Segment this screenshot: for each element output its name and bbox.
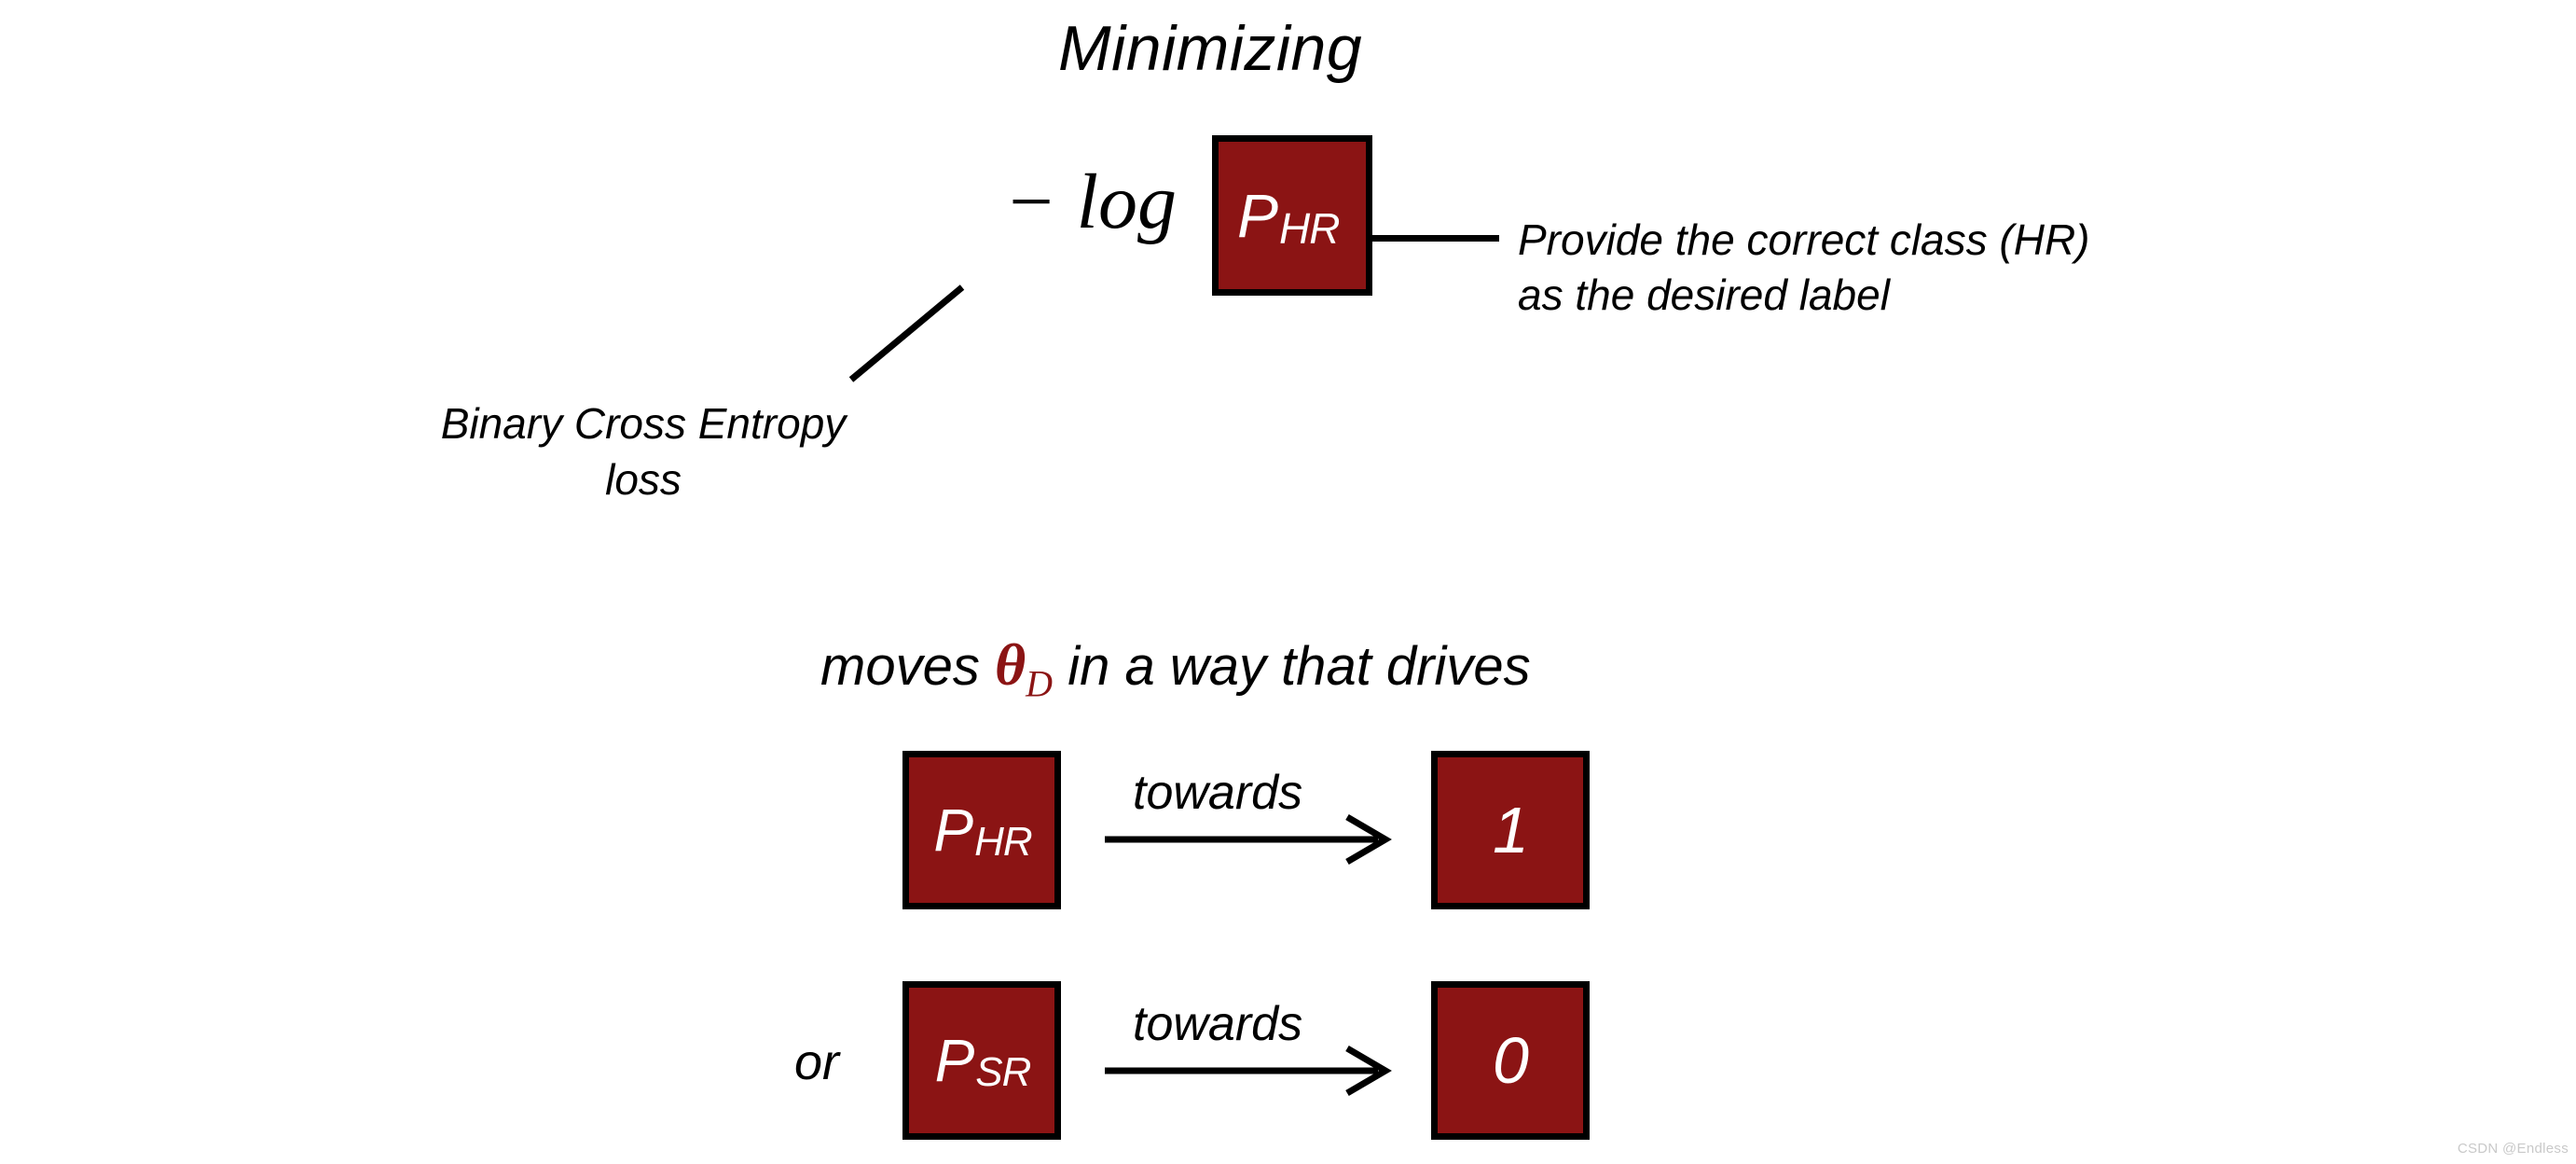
drives-suffix: in a way that drives [1068,636,1531,697]
probability-symbol: P [1237,181,1278,250]
page-title: Minimizing [1058,13,1363,84]
probability-symbol: P [934,1027,975,1094]
relation-connector-or: or [794,1034,840,1090]
callout-text-left: Binary Cross Entropy loss [440,399,847,504]
probability-symbol: P [933,797,973,864]
relation-target-box-zero: 0 [1431,981,1590,1140]
target-value: 1 [1493,794,1529,866]
drives-prefix: moves [820,636,980,697]
target-value: 0 [1493,1024,1529,1097]
callout-text-right: Provide the correct class (HR) as the de… [1518,215,2090,319]
relation-target-box-one: 1 [1431,751,1590,909]
probability-subscript: HR [974,819,1033,865]
relation-target-box-one-label: 1 [1438,757,1583,903]
arrow-label-towards-2: towards [1133,997,1303,1051]
drives-statement: moves θD in a way that drives [820,630,1531,706]
relation-target-box-zero-label: 0 [1438,988,1583,1133]
probability-subscript: SR [975,1049,1031,1095]
neg-log-operator: − log [1004,159,1178,245]
watermark: CSDN @Endless [2457,1141,2569,1157]
bce-leader-line [848,284,965,382]
theta-subscript: D [1026,662,1054,705]
arrow-right-icon-1 [1105,813,1392,866]
probability-subscript: HR [1279,204,1340,253]
theta-symbol: θ [994,631,1026,698]
arrow-right-icon-2 [1105,1045,1392,1097]
arrow-label-towards-1: towards [1133,766,1303,820]
callout-connector-line [1369,235,1499,242]
